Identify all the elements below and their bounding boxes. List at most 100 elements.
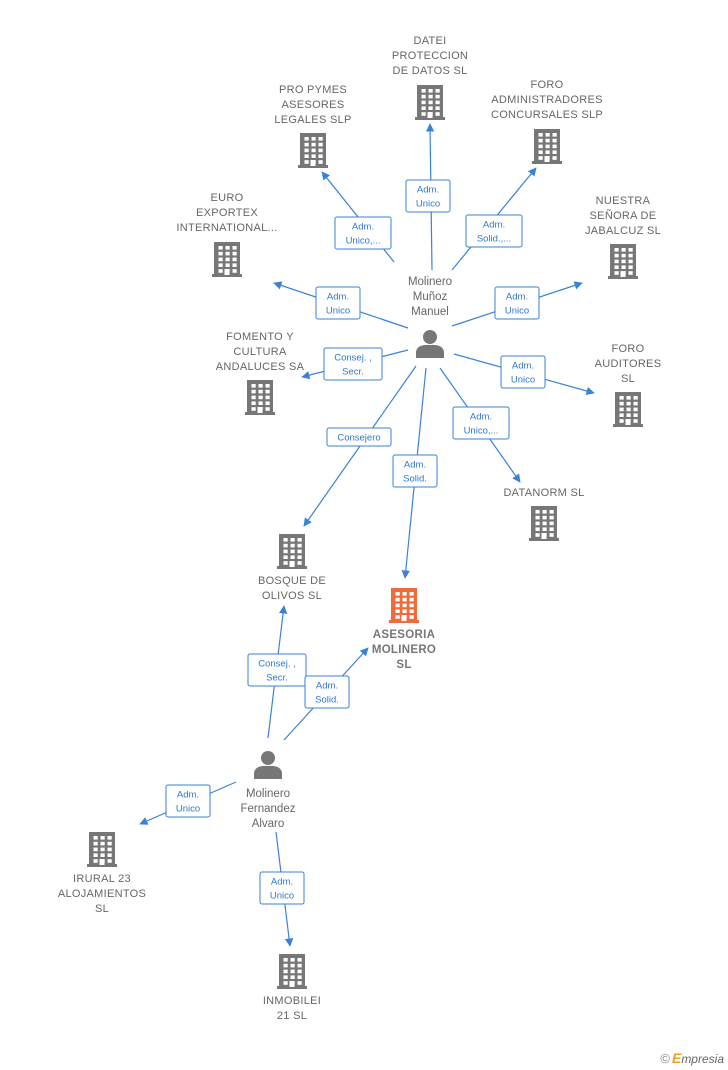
edge-label-text-line-1: Adm.	[352, 222, 374, 233]
edge-label-box	[405, 179, 451, 213]
company-label-line-3: ANDALUCES SA	[216, 361, 305, 373]
edge-label-irural[interactable]: Adm.Unico	[165, 784, 211, 818]
edge-label-asesoria-m[interactable]: Adm.Solid.	[392, 454, 438, 488]
edge-label-datanorm[interactable]: Adm. Unico,...	[452, 406, 510, 440]
edge-label-bosque-m[interactable]: Consejero	[326, 427, 392, 447]
edge-label-datei[interactable]: Adm.Unico	[405, 179, 451, 213]
company-label-line-2: SEÑORA DE	[590, 209, 657, 222]
person-label-line-2: Fernandez	[241, 803, 296, 815]
edge-label-text-line-1: Adm.	[506, 292, 528, 303]
edge-label-box	[304, 675, 350, 709]
building-icon	[277, 534, 307, 569]
edge-label-euro[interactable]: Adm.Unico	[315, 286, 361, 320]
edge-label-foro-admin[interactable]: Adm.Solid.,...	[465, 214, 523, 248]
edge-label-text-line-1: Adm.	[470, 412, 492, 423]
edge-label-pro-pymes[interactable]: Adm. Unico,...	[334, 216, 392, 250]
building-icon	[298, 133, 328, 168]
person-label-line-3: Alvaro	[252, 818, 285, 830]
edge-label-text-line-1: Adm.	[512, 361, 534, 372]
company-label-line-2: PROTECCION	[392, 50, 468, 62]
person-label-line-3: Manuel	[411, 306, 449, 318]
company-label-line-2: EXPORTEX	[196, 207, 258, 219]
edge-label-text-line-2: Unico	[270, 891, 294, 902]
company-label-line-2: 21 SL	[277, 1010, 307, 1022]
company-node-euro-exportex[interactable]: EURO EXPORTEX INTERNATIONAL...	[176, 192, 277, 277]
copyright-icon: ©	[660, 1051, 670, 1066]
edge-label-asesoria-a[interactable]: Adm.Solid.	[304, 675, 350, 709]
edge-label-text-line-2: Unico	[505, 306, 529, 317]
company-node-foro-auditores[interactable]: FORO AUDITORES SL	[595, 343, 662, 427]
company-label-line-2: MOLINERO	[372, 644, 436, 656]
footer-brand: ©Empresia	[660, 1050, 724, 1066]
company-node-irural[interactable]: IRURAL 23 ALOJAMIENTOS SL	[58, 832, 146, 915]
edge-label-box	[452, 406, 510, 440]
company-node-asesoria[interactable]: ASESORIA MOLINERO SL	[372, 588, 436, 671]
edge-label-box	[247, 653, 307, 687]
edge-label-box	[392, 454, 438, 488]
company-label-line-3: DE DATOS SL	[392, 65, 467, 77]
company-node-foro-admin[interactable]: FORO ADMINISTRADORES CONCURSALES SLP	[491, 79, 603, 164]
edge-label-box	[326, 427, 392, 447]
company-label-line-1: FORO	[531, 79, 564, 91]
company-label-line-3: CONCURSALES SLP	[491, 109, 603, 121]
edge-label-text-line-2: Unico,...	[346, 236, 381, 247]
company-label-line-1: BOSQUE DE	[258, 575, 326, 587]
company-label-line-1: FOMENTO Y	[226, 331, 294, 343]
edge-label-box	[165, 784, 211, 818]
building-icon	[277, 954, 307, 989]
company-label-line-1: ASESORIA	[373, 629, 435, 641]
company-label-line-3: LEGALES SLP	[274, 114, 351, 126]
building-icon	[532, 129, 562, 164]
building-icon	[613, 392, 643, 427]
company-label-line-1: IRURAL 23	[73, 873, 131, 885]
building-icon	[87, 832, 117, 867]
edge-label-text-line-1: Adm.	[177, 790, 199, 801]
edge-label-text-line-1: Adm.	[271, 877, 293, 888]
edge-label-text-line-1: Consej. ,	[334, 353, 372, 364]
edge-label-box	[259, 871, 305, 905]
company-label-line-1: PRO PYMES	[279, 84, 347, 96]
edge-label-text-line-1: Adm.	[404, 460, 426, 471]
company-label-line-3: SL	[396, 659, 411, 671]
edge-label-text-line-2: Solid.,...	[477, 234, 511, 245]
edge-label-text-line-2: Unico	[326, 306, 350, 317]
edge-label-box	[315, 286, 361, 320]
company-label-line-1: FORO	[612, 343, 645, 355]
building-icon	[212, 242, 242, 277]
edge-label-bosque-a[interactable]: Consej. ,Secr.	[247, 653, 307, 687]
company-node-datanorm[interactable]: DATANORM SL	[503, 487, 584, 541]
company-label-line-3: SL	[621, 373, 635, 385]
company-label-line-1: EURO	[211, 192, 244, 204]
edge-label-box	[334, 216, 392, 250]
company-label-line-3: SL	[95, 903, 109, 915]
company-label-line-2: ADMINISTRADORES	[491, 94, 602, 106]
edge-label-text-line-2: Unico	[416, 199, 440, 210]
company-label-line-3: INTERNATIONAL...	[176, 222, 277, 234]
building-icon	[245, 380, 275, 415]
person-label-line-2: Muñoz	[413, 291, 448, 303]
company-label-line-2: AUDITORES	[595, 358, 662, 370]
edge-label-inmobilei[interactable]: Adm. Unico	[259, 871, 305, 905]
edge-label-text-line-2: Unico,...	[464, 426, 499, 437]
edge-label-text-line-1: Consejero	[337, 433, 380, 444]
edge-label-nuestra[interactable]: Adm. Unico	[494, 286, 540, 320]
company-node-nuestra-senora[interactable]: NUESTRA SEÑORA DE JABALCUZ SL	[585, 195, 661, 279]
edge-label-box	[323, 347, 383, 381]
edge-label-text-line-2: Solid.	[315, 695, 339, 706]
company-label-line-2: ALOJAMIENTOS	[58, 888, 146, 900]
edge-label-foro-aud[interactable]: Adm. Unico	[500, 355, 546, 389]
person-icon	[416, 330, 444, 358]
edge-label-fomento[interactable]: Consej. ,Secr.	[323, 347, 383, 381]
edge-label-text-line-1: Consej. ,	[258, 659, 296, 670]
company-label-line-1: NUESTRA	[596, 195, 651, 207]
edge-label-text-line-2: Unico	[511, 375, 535, 386]
company-label-line-3: JABALCUZ SL	[585, 225, 661, 237]
